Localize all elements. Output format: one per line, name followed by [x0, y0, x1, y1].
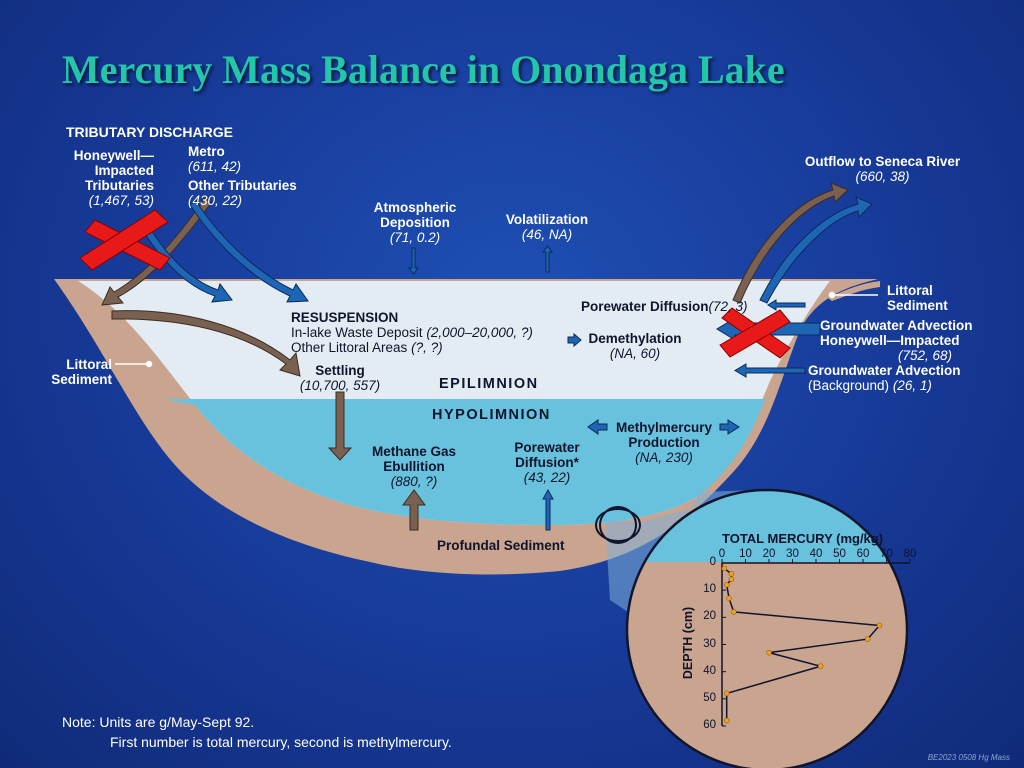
- outflow-blue-arrow: [759, 196, 873, 304]
- methylmercury-right-arrow: [719, 419, 740, 435]
- porewater-diffusion-top-value: (72, 3): [708, 299, 748, 314]
- inset-chart-title: TOTAL MERCURY (mg/kg): [722, 531, 884, 546]
- mercury-data-point: [723, 581, 730, 588]
- atmospheric-deposition-label: Atmospheric Deposition (71, 0.2): [355, 200, 475, 245]
- y-tick-label: 0: [709, 556, 716, 568]
- littoral-sediment-right-label: Littoral Sediment: [887, 283, 948, 313]
- units-note: Note: Units are g/May-Sept 92. First num…: [62, 712, 452, 752]
- mercury-data-point: [864, 636, 871, 642]
- porewater-diffusion-bottom-value: (43, 22): [523, 470, 571, 485]
- other-tributaries-arrow: [144, 229, 233, 303]
- atmospheric-deposition-value: (71, 0.2): [389, 230, 441, 245]
- porewater-diffusion-top-label: Porewater Diffusion(72, 3): [581, 299, 748, 314]
- x-tick-label: 60: [856, 548, 870, 560]
- honeywell-tributaries-label: Honeywell— Impacted Tributaries (1,467, …: [58, 148, 154, 208]
- volatilization-value: (46, NA): [521, 227, 573, 242]
- other-tributaries-value: (430, 22): [188, 193, 243, 208]
- metro-value: (611, 42): [188, 159, 242, 174]
- groundwater-honeywell-label: Groundwater Advection Honeywell—Impacted…: [820, 318, 973, 363]
- x-tick-label: 0: [718, 548, 726, 560]
- metro-arrow: [189, 200, 309, 303]
- inset-y-axis-label: DEPTH (cm): [681, 606, 695, 680]
- page-title: Mercury Mass Balance in Onondaga Lake: [62, 47, 785, 92]
- mercury-data-point: [876, 622, 883, 629]
- groundwater-honeywell-value: (752, 68): [898, 348, 953, 363]
- mercury-data-point: [766, 649, 772, 656]
- y-tick-label: 30: [703, 637, 716, 650]
- groundwater-background-value: (26, 1): [892, 378, 932, 393]
- groundwater-background-label: Groundwater Advection (Background) (26, …: [808, 363, 961, 393]
- y-tick-label: 60: [703, 719, 716, 731]
- resuspension-label: RESUSPENSION In-lake Waste Deposit (2,00…: [291, 310, 533, 355]
- methane-ebullition-label: Methane Gas Ebullition (880, ?): [354, 444, 474, 489]
- mercury-data-point: [726, 595, 732, 602]
- volatilization-label: Volatilization (46, NA): [487, 212, 607, 242]
- porewater-bottom-arrow: [542, 488, 554, 531]
- littoral-sediment-left-label: Littoral Sediment: [51, 357, 112, 387]
- slide-footer: BE2023 0508 Hg Mass: [927, 753, 1010, 762]
- y-tick-label: 20: [703, 610, 716, 623]
- mercury-data-point: [728, 576, 735, 583]
- inlake-waste-value: (2,000–20,000, ?): [426, 325, 533, 340]
- x-tick-label: 40: [809, 548, 823, 560]
- epilimnion-label: EPILIMNION: [439, 376, 539, 392]
- outflow-value: (660, 38): [855, 169, 910, 184]
- honeywell-tributaries-value: (1,467, 53): [88, 193, 154, 208]
- methylmercury-production-value: (NA, 230): [635, 450, 693, 465]
- other-littoral-value: (?, ?): [411, 340, 443, 355]
- units-note-line1: Note: Units are g/May-Sept 92.: [62, 714, 255, 730]
- tributary-discharge-heading: TRIBUTARY DISCHARGE: [66, 124, 233, 140]
- outflow-brown-arrow: [732, 182, 849, 304]
- mercury-profile-plot: [721, 559, 911, 727]
- profundal-sediment-label: Profundal Sediment: [437, 538, 565, 553]
- hypolimnion-water: [163, 399, 765, 525]
- porewater-top-arrow: [767, 299, 806, 311]
- littoral-pointers: [115, 291, 878, 368]
- honeywell-cross-icon: [79, 209, 171, 271]
- y-tick-label: 10: [703, 583, 716, 596]
- littoral-sediment-strip: [828, 281, 880, 301]
- hypolimnion-label: HYPOLIMNION: [432, 407, 551, 423]
- groundwater-cross-icon: [719, 307, 791, 359]
- methylmercury-production-label: Methylmercury Production (NA, 230): [604, 420, 724, 465]
- x-tick-label: 50: [833, 548, 846, 560]
- x-tick-label: 10: [739, 548, 752, 560]
- y-tick-label: 40: [703, 664, 716, 677]
- zoom-source-circle: [599, 506, 637, 544]
- outflow-label: Outflow to Seneca River (660, 38): [790, 154, 975, 184]
- mercury-data-point: [723, 717, 730, 724]
- mercury-data-point: [728, 571, 735, 577]
- settling-arrow: [327, 391, 353, 461]
- settling-label: Settling (10,700, 557): [284, 363, 396, 393]
- x-tick-label: 20: [762, 548, 776, 560]
- metro-label: Metro (611, 42): [188, 144, 242, 174]
- atmospheric-arrow: [408, 247, 419, 275]
- x-tick-label: 30: [786, 548, 799, 560]
- demethylation-value: (NA, 60): [609, 346, 661, 361]
- methane-ebullition-arrow: [402, 489, 426, 531]
- settling-value: (10,700, 557): [299, 378, 381, 393]
- mercury-data-point: [817, 663, 824, 669]
- porewater-diffusion-bottom-label: Porewater Diffusion* (43, 22): [497, 440, 597, 485]
- demethylation-arrow: [567, 332, 582, 348]
- units-note-line2: First number is total mercury, second is…: [110, 734, 452, 750]
- y-tick-label: 50: [703, 691, 716, 704]
- mercury-data-point: [723, 690, 730, 697]
- methylmercury-left-arrow: [587, 419, 608, 435]
- mercury-data-point: [731, 609, 737, 615]
- demethylation-label: Demethylation (NA, 60): [580, 331, 690, 361]
- resuspension-arrow: [111, 310, 301, 377]
- methane-ebullition-value: (880, ?): [390, 474, 438, 489]
- groundwater-background-arrow: [734, 363, 806, 378]
- mercury-data-point: [721, 565, 728, 572]
- x-tick-label: 70: [880, 548, 893, 560]
- volatilization-arrow: [542, 245, 553, 273]
- x-tick-label: 80: [903, 548, 917, 560]
- other-tributaries-label: Other Tributaries (430, 22): [188, 178, 297, 208]
